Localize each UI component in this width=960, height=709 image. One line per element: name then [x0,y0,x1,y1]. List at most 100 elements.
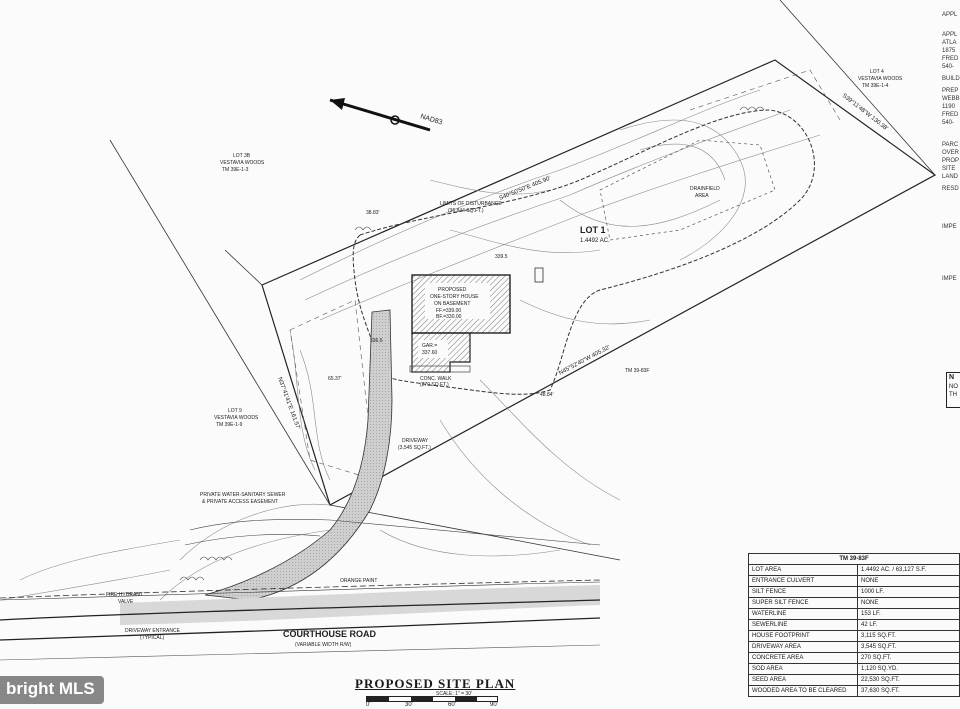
lot9-line3: TM 39E-1-9 [216,422,243,428]
adjacent-lot-lines [109,0,936,561]
road-width: (VARIABLE WIDTH R/W) [295,642,352,648]
lot4-line1: LOT 4 [870,69,884,75]
scale-tick: 60' [448,702,456,708]
note-line: APPL [942,12,958,18]
note-line: OVER [942,150,960,156]
easement-lines [184,519,601,546]
table-header: TM 39-83F [748,553,960,565]
scale-text: SCALE: 1" = 30' [436,691,472,697]
concrete-walk [409,365,471,373]
note-line: WEBB [942,96,960,102]
property-boundary [261,59,937,506]
note-line: ATLA [942,40,957,46]
note-line: RESD [942,186,959,192]
house-label-box [425,283,490,319]
note-line: 540- [942,64,955,70]
tm-ref-label: TM 39-83F [625,368,649,374]
watermark-text: bright MLS [6,679,95,698]
note-line: APPL [942,32,958,38]
drainfield-label2: AREA [695,193,709,199]
entrance-label2: (TYPICAL) [140,635,165,641]
walk-label2: (270 SQ.FT.) [420,382,449,388]
note-line: PREP [942,88,959,94]
note-line: BUILD [942,76,960,82]
note-line: 1875 [942,48,956,54]
note-line: PROP [942,158,960,164]
scale-tick: 30' [405,702,413,708]
note-line: IMPE [942,276,957,282]
notes-column: APPL APPL ATLA 1875 FRED 540- BUILD PREP… [940,0,960,420]
lot3b-line2: VESTAVIA WOODS [220,160,265,166]
elevation-a: 339.5 [495,254,508,260]
elevation-b: 336.5 [370,338,383,344]
drainfield-area [599,139,776,241]
house-line4: FF.=339.00 [436,308,461,314]
note-line: 1190 [942,104,955,110]
note-box-line: TH [949,392,957,398]
north-arrow-icon [329,98,431,132]
segment-c: 65.37' [328,376,342,382]
lot3b-line3: TM 39E-1-3 [222,167,249,173]
south-line-bearing: N45°52'40"W 405.32' [558,345,611,377]
easement-label2: & PRIVATE ACCESS EASEMENT [202,499,278,505]
scale-tick: 0' [366,702,371,708]
note-box-line: NO [949,384,958,390]
topographic-contours [0,89,821,601]
tree-line [179,106,765,581]
entrance-label1: DRIVEWAY ENTRANCE [125,628,181,634]
courthouse-road [0,579,601,661]
house-line2: ONE-STORY HOUSE [430,294,479,300]
garage-line1: GAR.= [422,343,437,349]
scale-tick: 90' [490,702,498,708]
garage-label-box [418,340,448,358]
hydrant-label1: FIRE HYDRANT [106,592,143,598]
segment-a: 38.83' [366,210,380,216]
lot9-line1: LOT 9 [228,408,242,414]
note-box: N NO TH [946,372,960,408]
lot4-line2: VESTAVIA WOODS [858,76,903,82]
road-name: COURTHOUSE ROAD [283,629,377,639]
lot9-line2: VESTAVIA WOODS [214,415,259,421]
lod-label2: (36,844 SQ.FT.) [448,208,484,214]
driveway [204,309,393,601]
note-line: FRED [942,56,959,62]
scale-bar [366,696,498,702]
garage-line2: 337.60 [422,350,438,356]
drainfield-label1: DRAINFIELD [690,186,720,192]
orange-paint-label: ORANGE PAINT [340,578,377,584]
lot4-line3: TM 39E-1-4 [862,83,889,89]
note-line: SITE [942,166,956,172]
note-box-line: N [949,374,955,381]
house-line5: BF.=330.00 [436,314,462,320]
easement-label1: PRIVATE WATER-SANITARY SEWER [200,492,286,498]
lot1-label: LOT 1 [580,225,606,235]
note-line: IMPE [942,224,957,230]
note-line: FRED [942,112,959,118]
north-arrow-label: NAD83 [419,113,443,126]
segment-b: 48.84' [540,392,554,398]
walk-label1: CONC. WALK [420,376,452,382]
note-line: 540- [942,120,955,126]
driveway-label1: DRIVEWAY [402,438,429,444]
house-line3: ON BASEMENT [434,301,470,307]
lot3b-line1: LOT 3B [233,153,251,159]
note-line: PARC [942,142,959,148]
septic-structure [534,267,544,283]
lod-label1: LIMITS OF DISTURBANCE [440,201,502,207]
house-line1: PROPOSED [438,287,467,293]
bright-mls-watermark: bright MLS [0,676,104,704]
driveway-label2: (3,545 SQ.FT.) [398,445,431,451]
hydrant-label2: VALVE [118,599,134,605]
